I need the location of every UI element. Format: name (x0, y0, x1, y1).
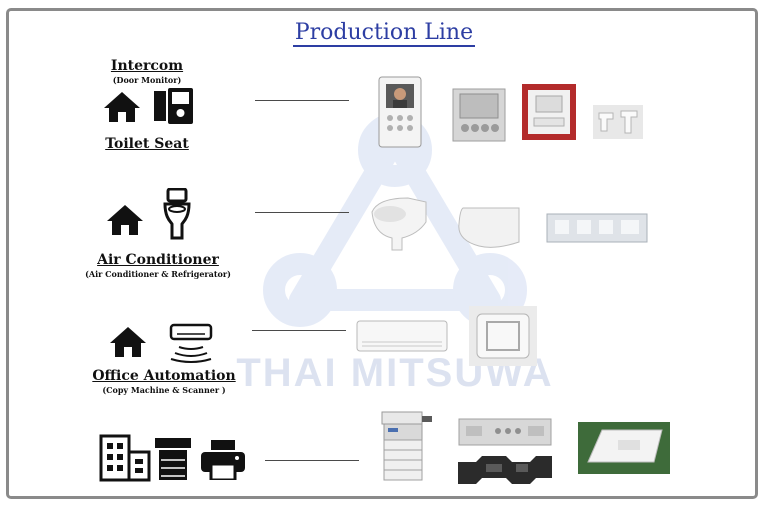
toilet-seat-image (371, 197, 427, 251)
house-icon (104, 92, 140, 122)
toilet-seat-frame-image (546, 213, 648, 243)
category-sub: (Copy Machine & Scanner ) (102, 385, 226, 395)
category-intercom: Intercom (Door Monitor) (85, 58, 209, 85)
copier-frame-part-image (458, 456, 552, 484)
intercom-panel-icon (154, 88, 193, 124)
connector-line (265, 460, 359, 461)
category-toilet-seat: Toilet Seat (85, 136, 209, 152)
air-conditioner-unit-image (356, 320, 448, 352)
category-sub: (Door Monitor) (112, 75, 182, 85)
air-conditioner-icon (169, 323, 213, 363)
page-title: Production Line (292, 20, 476, 47)
copier-panel-part-image (458, 418, 552, 446)
intercom-small-parts-image (593, 105, 643, 139)
category-name: Air Conditioner (97, 252, 219, 268)
copier-icon (155, 438, 191, 480)
house-icon (110, 327, 146, 357)
category-name: Toilet Seat (105, 136, 189, 152)
category-name: Intercom (110, 58, 184, 74)
category-sub: (Air Conditioner & Refrigerator) (85, 269, 231, 279)
door-monitor-image (378, 76, 422, 148)
printer-icon (201, 440, 245, 480)
intercom-front-panel-image (452, 88, 506, 142)
office-building-icon (99, 434, 151, 482)
category-office-automation: Office Automation (Copy Machine & Scanne… (84, 368, 244, 395)
intercom-mold-part-image (522, 84, 576, 140)
toilet-seat-lid-image (458, 207, 520, 248)
connector-line (255, 100, 349, 101)
connector-line (252, 330, 346, 331)
house-icon (107, 205, 143, 235)
toilet-icon (163, 188, 191, 240)
scanner-cover-part-image (578, 422, 670, 474)
category-air-conditioner: Air Conditioner (Air Conditioner & Refri… (70, 252, 246, 279)
category-name: Office Automation (92, 368, 236, 384)
air-conditioner-part-image (469, 306, 537, 366)
copy-machine-image (381, 411, 432, 481)
connector-line (255, 212, 349, 213)
